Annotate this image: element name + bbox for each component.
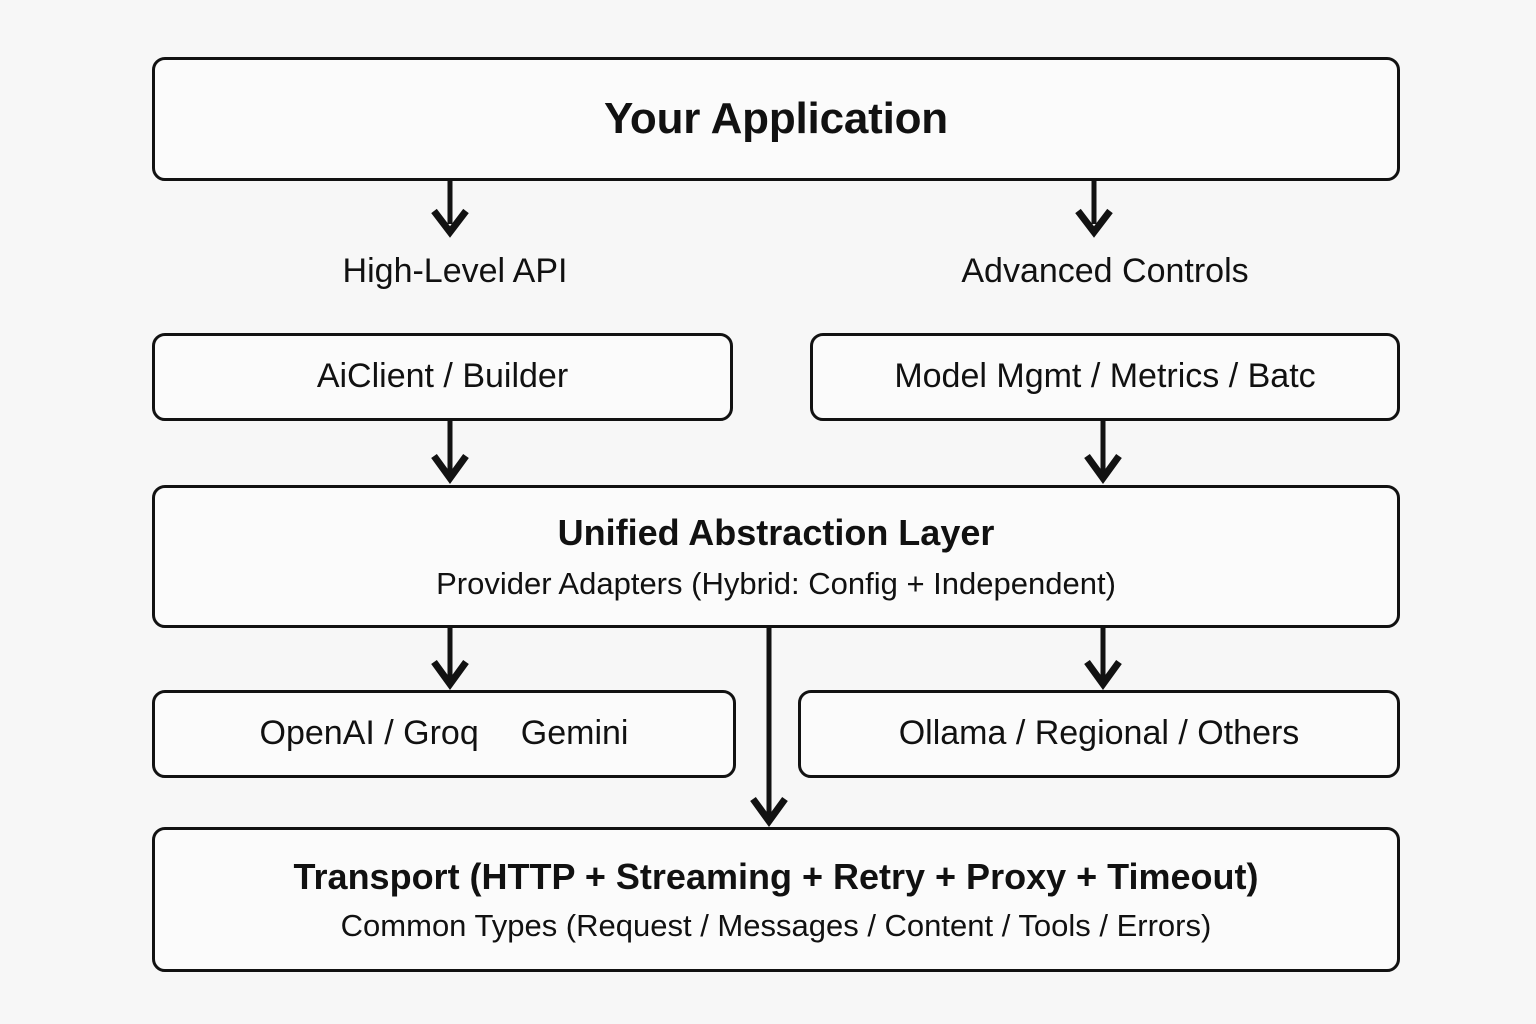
connector-advanced-to-unified <box>1084 421 1122 484</box>
node-unified-abstraction-layer-subtitle: Provider Adapters (Hybrid: Config + Inde… <box>436 565 1116 601</box>
node-aiclient-builder-label: AiClient / Builder <box>316 357 569 396</box>
node-providers-ollama-regional-others[interactable]: Ollama / Regional / Others <box>798 690 1400 778</box>
node-transport[interactable]: Transport (HTTP + Streaming + Retry + Pr… <box>152 827 1400 972</box>
edge-label-high-level-api: High-Level API <box>342 252 568 290</box>
connector-application-to-advanced-controls <box>1075 181 1113 238</box>
node-your-application[interactable]: Your Application <box>152 57 1400 181</box>
node-transport-subtitle: Common Types (Request / Messages / Conte… <box>340 907 1212 943</box>
connector-unified-to-providers-right <box>1084 628 1122 690</box>
node-providers-ollama-regional-others-label: Ollama / Regional / Others <box>898 714 1300 753</box>
connector-unified-to-providers-left <box>431 628 469 690</box>
node-model-mgmt-metrics-batch[interactable]: Model Mgmt / Metrics / Batc <box>810 333 1400 421</box>
connector-aiclient-to-unified <box>431 421 469 484</box>
node-aiclient-builder[interactable]: AiClient / Builder <box>152 333 733 421</box>
connector-unified-to-transport <box>750 628 788 827</box>
node-your-application-title: Your Application <box>604 93 948 143</box>
provider-label-part-2: Gemini <box>520 714 629 753</box>
node-providers-openai-groq-gemini-label: OpenAI / Groq Gemini <box>260 714 629 753</box>
edge-label-advanced-controls: Advanced Controls <box>961 252 1249 290</box>
node-providers-openai-groq-gemini[interactable]: OpenAI / Groq Gemini <box>152 690 736 778</box>
node-model-mgmt-metrics-batch-label: Model Mgmt / Metrics / Batc <box>894 357 1316 396</box>
node-unified-abstraction-layer[interactable]: Unified Abstraction Layer Provider Adapt… <box>152 485 1400 628</box>
provider-label-part-1: OpenAI / Groq <box>259 714 479 753</box>
node-unified-abstraction-layer-heading: Unified Abstraction Layer <box>557 512 995 554</box>
node-transport-heading: Transport (HTTP + Streaming + Retry + Pr… <box>293 856 1259 898</box>
connector-application-to-high-level-api <box>431 181 469 238</box>
